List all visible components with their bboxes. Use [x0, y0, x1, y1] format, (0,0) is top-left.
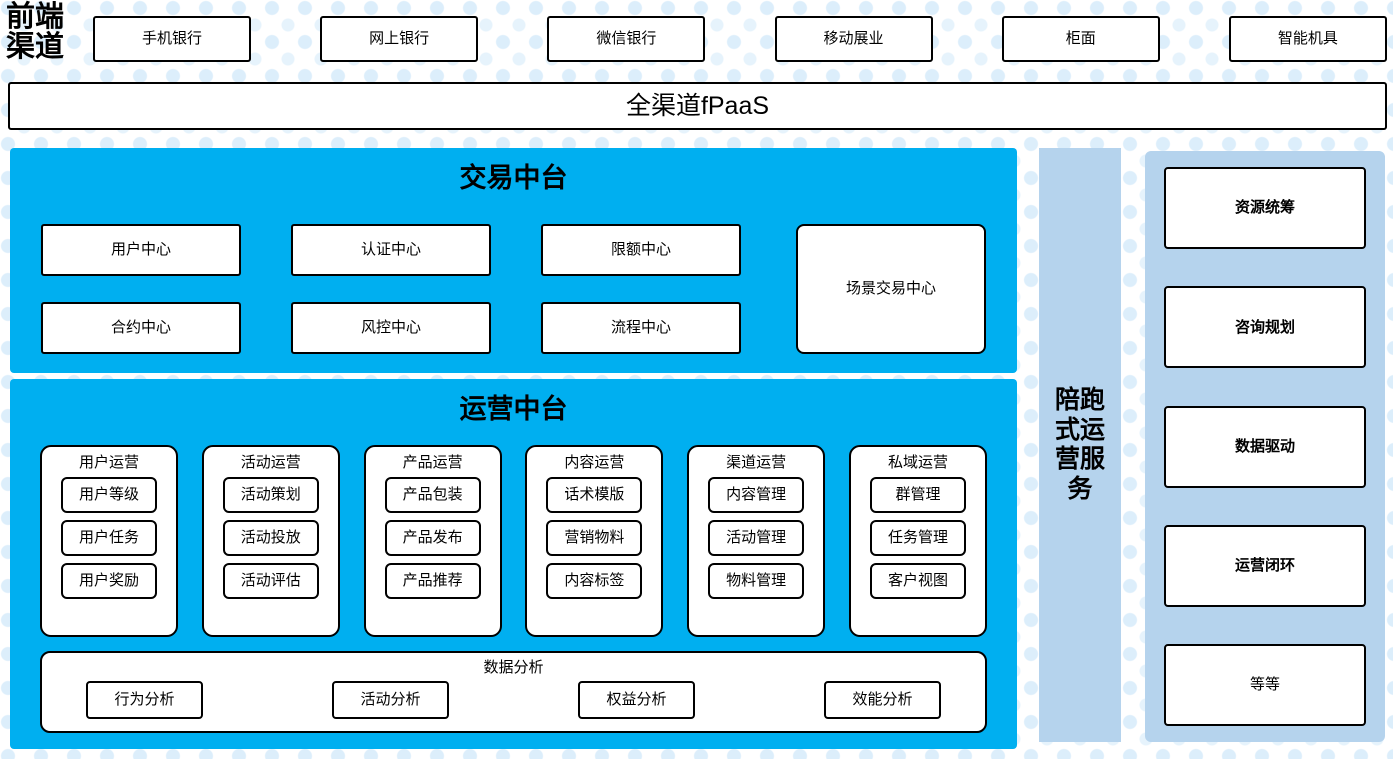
- data-analysis-item-behavior[interactable]: 行为分析: [86, 681, 203, 719]
- ops-column-user[interactable]: 用户运营 用户等级 用户任务 用户奖励: [40, 445, 178, 637]
- ops-mid-platform-panel: 运营中台 用户运营 用户等级 用户任务 用户奖励 活动运营 活动策划 活动投放 …: [10, 379, 1017, 749]
- trade-center-process[interactable]: 流程中心: [541, 302, 741, 354]
- service-card-etc[interactable]: 等等: [1164, 644, 1366, 726]
- ops-column-title: 活动运营: [240, 454, 301, 471]
- trade-mid-platform-panel: 交易中台 用户中心 认证中心 限额中心 合约中心 风控中心 流程中心 场景交易中…: [10, 148, 1017, 373]
- service-card-consulting-planning[interactable]: 咨询规划: [1164, 286, 1366, 369]
- data-analysis-items: 行为分析 活动分析 权益分析 效能分析: [86, 681, 941, 719]
- trade-center-contract[interactable]: 合约中心: [41, 302, 241, 354]
- frontend-channel-row: 手机银行 网上银行 微信银行 移动展业 柜面 智能机具: [93, 16, 1387, 62]
- ops-item[interactable]: 活动管理: [708, 520, 805, 556]
- ops-item[interactable]: 物料管理: [708, 563, 805, 599]
- channel-box-wechat-bank[interactable]: 微信银行: [547, 16, 706, 62]
- data-analysis-item-activity[interactable]: 活动分析: [332, 681, 449, 719]
- trade-center-user[interactable]: 用户中心: [41, 224, 241, 276]
- data-analysis-item-benefit[interactable]: 权益分析: [578, 681, 695, 719]
- service-card-column: 资源统筹 咨询规划 数据驱动 运营闭环 等等: [1145, 151, 1385, 742]
- ops-column-channel[interactable]: 渠道运营 内容管理 活动管理 物料管理: [687, 445, 826, 637]
- ops-item[interactable]: 用户任务: [61, 520, 157, 556]
- frontend-channel-label-line2: 渠道: [6, 31, 65, 64]
- omnichannel-fpaas-bar[interactable]: 全渠道fPaaS: [8, 82, 1387, 130]
- ops-column-activity[interactable]: 活动运营 活动策划 活动投放 活动评估: [201, 445, 340, 637]
- service-card-resource-coordination[interactable]: 资源统筹: [1164, 167, 1366, 249]
- ops-column-content[interactable]: 内容运营 话术模版 营销物料 内容标签: [525, 445, 664, 637]
- data-analysis-item-efficiency[interactable]: 效能分析: [824, 681, 941, 719]
- ops-item[interactable]: 产品发布: [384, 520, 481, 556]
- ops-item[interactable]: 话术模版: [546, 477, 643, 513]
- ops-mid-platform-title: 运营中台: [459, 394, 568, 424]
- ops-item[interactable]: 活动投放: [222, 520, 319, 556]
- ops-item[interactable]: 用户奖励: [61, 563, 157, 599]
- ops-column-title: 渠道运营: [726, 454, 787, 471]
- ops-item[interactable]: 活动评估: [222, 563, 319, 599]
- ops-item[interactable]: 营销物料: [546, 520, 643, 556]
- channel-box-mobile-field[interactable]: 移动展业: [774, 16, 933, 62]
- ops-item[interactable]: 客户视图: [869, 563, 966, 599]
- accompany-service-label: 陪跑式运营服务: [1054, 386, 1105, 503]
- mid-platform-column: 交易中台 用户中心 认证中心 限额中心 合约中心 风控中心 流程中心 场景交易中…: [10, 148, 1017, 749]
- channel-box-smart-machine[interactable]: 智能机具: [1228, 16, 1387, 62]
- ops-column-private-domain[interactable]: 私域运营 群管理 任务管理 客户视图: [848, 445, 987, 637]
- ops-item[interactable]: 活动策划: [222, 477, 319, 513]
- ops-item[interactable]: 任务管理: [869, 520, 966, 556]
- trade-center-auth[interactable]: 认证中心: [291, 224, 491, 276]
- ops-item[interactable]: 内容管理: [708, 477, 805, 513]
- ops-item[interactable]: 用户等级: [61, 477, 157, 513]
- ops-column-title: 产品运营: [402, 454, 463, 471]
- channel-box-online-bank[interactable]: 网上银行: [320, 16, 479, 62]
- ops-item[interactable]: 产品推荐: [384, 563, 481, 599]
- ops-column-title: 用户运营: [78, 454, 139, 471]
- trade-center-scene[interactable]: 场景交易中心: [796, 224, 986, 354]
- channel-box-counter[interactable]: 柜面: [1001, 16, 1160, 62]
- trade-mid-platform-title: 交易中台: [459, 163, 568, 193]
- channel-box-mobile-bank[interactable]: 手机银行: [93, 16, 251, 62]
- ops-column-product[interactable]: 产品运营 产品包装 产品发布 产品推荐: [363, 445, 502, 637]
- ops-item[interactable]: 产品包装: [384, 477, 481, 513]
- trade-center-risk[interactable]: 风控中心: [291, 302, 491, 354]
- ops-column-title: 私域运营: [887, 454, 948, 471]
- frontend-channel-label-line1: 前端: [6, 1, 65, 33]
- ops-column-title: 内容运营: [564, 454, 625, 471]
- ops-column-group: 用户运营 用户等级 用户任务 用户奖励 活动运营 活动策划 活动投放 活动评估 …: [40, 445, 987, 637]
- data-analysis-strip: 数据分析 行为分析 活动分析 权益分析 效能分析: [40, 651, 987, 733]
- trade-center-grid: 用户中心 认证中心 限额中心 合约中心 风控中心 流程中心 场景交易中心: [41, 224, 986, 354]
- trade-center-limit[interactable]: 限额中心: [541, 224, 741, 276]
- ops-item[interactable]: 群管理: [869, 477, 966, 513]
- service-card-data-driven[interactable]: 数据驱动: [1164, 405, 1366, 488]
- ops-item[interactable]: 内容标签: [546, 563, 643, 599]
- data-analysis-title: 数据分析: [483, 659, 544, 676]
- accompany-service-band: 陪跑式运营服务: [1039, 148, 1121, 742]
- frontend-channel-label: 前端 渠道: [6, 2, 86, 63]
- service-card-ops-closed-loop[interactable]: 运营闭环: [1164, 524, 1366, 607]
